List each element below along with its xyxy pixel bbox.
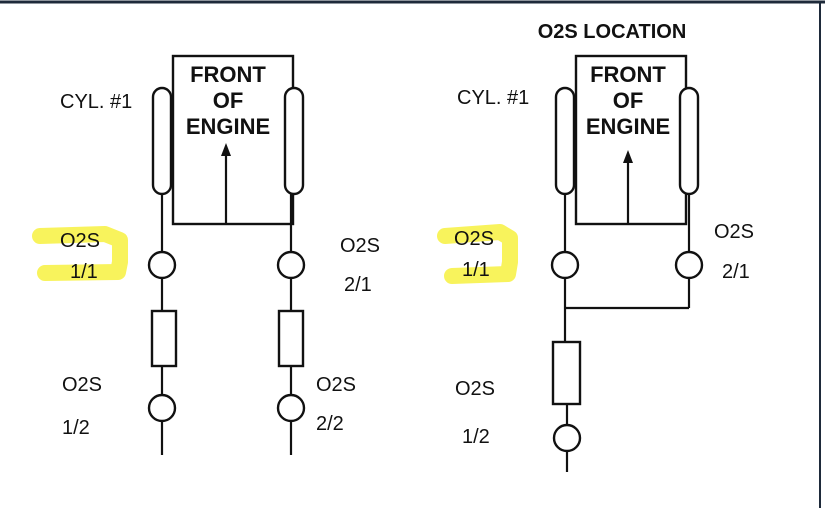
engine-block xyxy=(171,54,295,226)
front-arrow-head xyxy=(221,143,231,156)
sensor-1-1-name: O2S xyxy=(60,230,100,252)
sensor-1-1-id: 1/1 xyxy=(70,261,98,283)
sensor-1-2-id: 1/2 xyxy=(462,426,490,448)
highlight-mark xyxy=(437,224,518,284)
sensor-2-2-circle xyxy=(276,393,306,423)
sensor-1-1-circle xyxy=(550,250,580,280)
exhaust-manifold-bank-2 xyxy=(678,86,700,196)
highlight-mark xyxy=(32,226,128,281)
engine-label-line-2: OF xyxy=(213,88,244,113)
sensor-2-1-circle xyxy=(674,250,704,280)
sensor-2-2-name: O2S xyxy=(316,374,356,396)
exhaust-manifold-bank-2 xyxy=(283,86,305,196)
engine-label-line-1: FRONT xyxy=(190,62,266,87)
sensor-2-1-name: O2S xyxy=(340,235,380,257)
exhaust-manifold-bank-1 xyxy=(151,86,173,196)
engine-label-line-3: ENGINE xyxy=(586,114,670,139)
cylinder-label: CYL. #1 xyxy=(457,87,529,109)
sensor-1-2-name: O2S xyxy=(455,378,495,400)
catalytic-converter-shared xyxy=(551,340,582,406)
sensor-1-2-circle xyxy=(147,393,177,423)
engine-label-line-2: OF xyxy=(613,88,644,113)
sensor-1-1-circle xyxy=(147,250,177,280)
catalytic-converter-bank-2 xyxy=(277,309,305,368)
exhaust-manifold-bank-1 xyxy=(554,86,576,196)
sensor-1-1-name: O2S xyxy=(454,228,494,250)
sensor-1-1-id: 1/1 xyxy=(462,259,490,281)
sensor-2-1-name: O2S xyxy=(714,221,754,243)
left-diagram: FRONT OF ENGINE CYL. #1 O2S 1/1 O2S 2/1 … xyxy=(32,54,380,455)
diagram-title: O2S LOCATION xyxy=(538,21,687,43)
cylinder-label: CYL. #1 xyxy=(60,91,132,113)
right-diagram: FRONT OF ENGINE CYL. #1 O2S 1/1 O2S 2/1 … xyxy=(437,54,754,472)
engine-label-line-1: FRONT xyxy=(590,62,666,87)
sensor-1-2-id: 1/2 xyxy=(62,417,90,439)
sensor-1-2-circle xyxy=(552,423,582,453)
front-arrow-head xyxy=(623,150,633,163)
sensor-2-2-id: 2/2 xyxy=(316,413,344,435)
catalytic-converter-bank-1 xyxy=(150,309,178,368)
sensor-2-1-id: 2/1 xyxy=(722,261,750,283)
sensor-1-2-name: O2S xyxy=(62,374,102,396)
sensor-2-1-id: 2/1 xyxy=(344,274,372,296)
engine-label-line-3: ENGINE xyxy=(186,114,270,139)
sensor-2-1-circle xyxy=(276,250,306,280)
